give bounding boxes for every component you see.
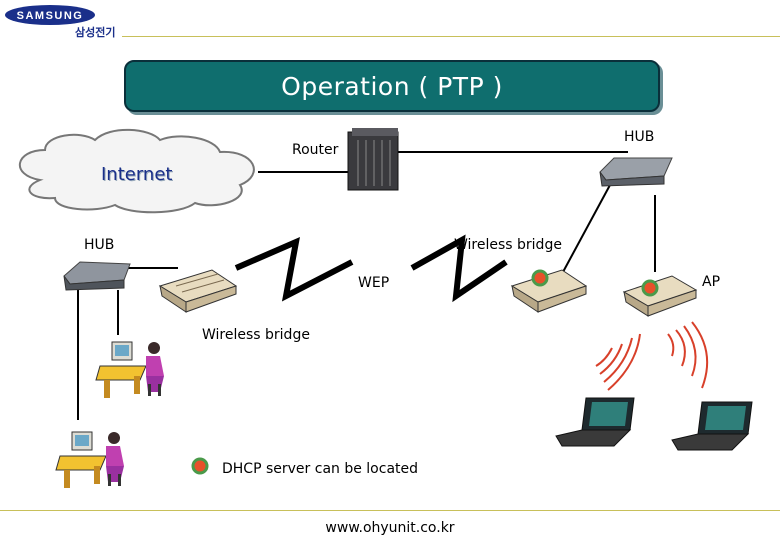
wireless-link-zigzag-left	[234, 237, 354, 302]
hub-left-label: HUB	[84, 237, 115, 253]
brand-subtitle: 삼성전기	[75, 26, 116, 39]
header-rule	[122, 36, 780, 37]
footer-rule	[0, 510, 780, 511]
internet-label: Internet	[101, 164, 173, 185]
wireless-link-zigzag-right	[410, 234, 508, 303]
wireless-bridge-left-device	[158, 269, 238, 313]
laptop-icon-right	[671, 401, 753, 451]
access-point-device	[622, 275, 698, 317]
wireless-bridge-right-device	[510, 269, 588, 313]
router-icon	[347, 128, 399, 191]
hub-top-label: HUB	[624, 129, 655, 145]
dhcp-note-label: DHCP server can be located	[222, 461, 419, 477]
dhcp-marker-bridge	[531, 269, 549, 287]
radio-waves-right	[667, 321, 709, 389]
samsung-logo: SAMSUNG	[5, 5, 95, 25]
router-label: Router	[292, 142, 339, 158]
hub-icon-top	[599, 157, 673, 187]
wireless-bridge-left-label: Wireless bridge	[202, 327, 310, 343]
workstation-icon-top	[95, 341, 164, 398]
network-links	[77, 151, 656, 420]
footer-url: www.ohyunit.co.kr	[325, 520, 455, 536]
wireless-bridge-right-label: Wireless bridge	[454, 237, 562, 253]
dhcp-legend-marker	[191, 457, 209, 475]
dhcp-marker-ap	[641, 279, 659, 297]
workstation-icon-bottom	[55, 431, 124, 488]
ap-label: AP	[702, 274, 721, 290]
laptop-icon-left	[555, 397, 635, 447]
hub-icon-left	[63, 261, 131, 291]
title-banner: Operation ( PTP )	[124, 60, 660, 112]
radio-waves-left	[595, 333, 641, 391]
link-hub-bridge	[562, 184, 611, 273]
page-title: Operation ( PTP )	[281, 71, 503, 101]
internet-cloud	[19, 128, 255, 214]
logo-text: SAMSUNG	[17, 10, 84, 22]
wep-label: WEP	[358, 275, 390, 291]
